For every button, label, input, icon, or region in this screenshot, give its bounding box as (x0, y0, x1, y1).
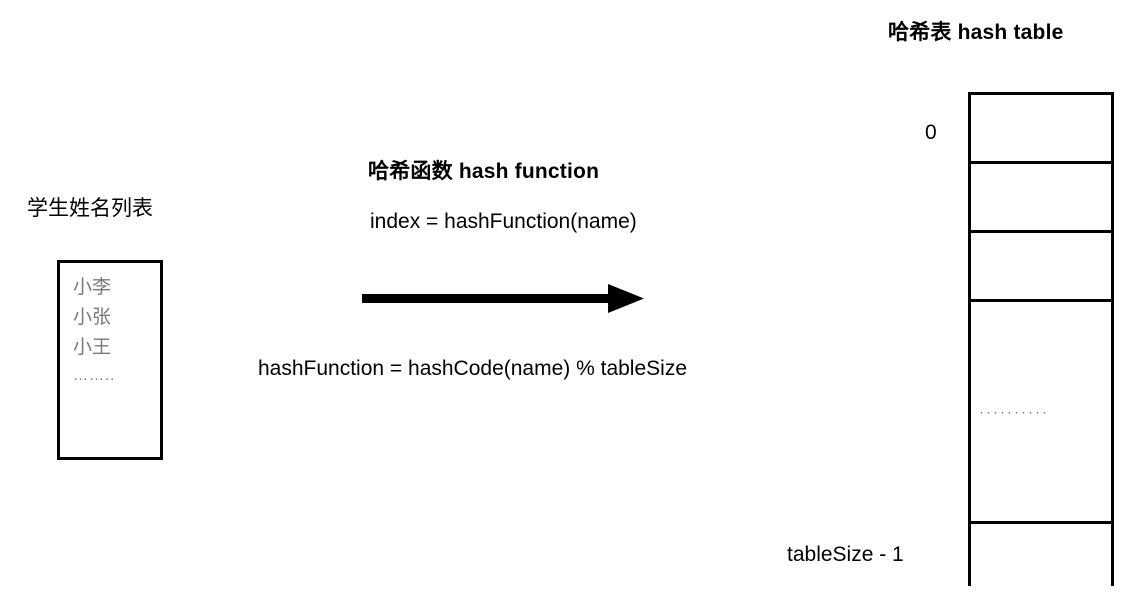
student-name-list-box: 小李 小张 小王 …….. (57, 260, 163, 460)
hash-table-title: 哈希表 hash table (888, 21, 1064, 44)
list-item: 小李 (73, 277, 112, 298)
hash-table-grid: ·········· (968, 92, 1114, 589)
hash-table-cell (971, 164, 1111, 233)
hash-table-index-label-first: 0 (925, 121, 937, 144)
list-item: 小张 (73, 307, 112, 328)
hash-table-cell-ellipsis: ·········· (971, 302, 1111, 524)
hash-table-ellipsis: ·········· (979, 403, 1049, 420)
hash-table-cell (971, 524, 1111, 589)
student-name-list-title: 学生姓名列表 (27, 197, 153, 220)
hash-function-definition-formula: hashFunction = hashCode(name) % tableSiz… (258, 357, 688, 380)
flow-arrow-right-icon (362, 284, 644, 313)
hash-table-cell (971, 233, 1111, 302)
hash-function-title: 哈希函数 hash function (368, 160, 600, 183)
hash-index-formula: index = hashFunction(name) (370, 210, 637, 233)
student-name-list-items: 小李 小张 小王 …….. (73, 273, 115, 389)
list-item-ellipsis: …….. (73, 367, 116, 384)
hash-table-index-label-last: tableSize - 1 (787, 543, 904, 566)
list-item: 小王 (73, 337, 112, 358)
hash-table-cell (971, 95, 1111, 164)
